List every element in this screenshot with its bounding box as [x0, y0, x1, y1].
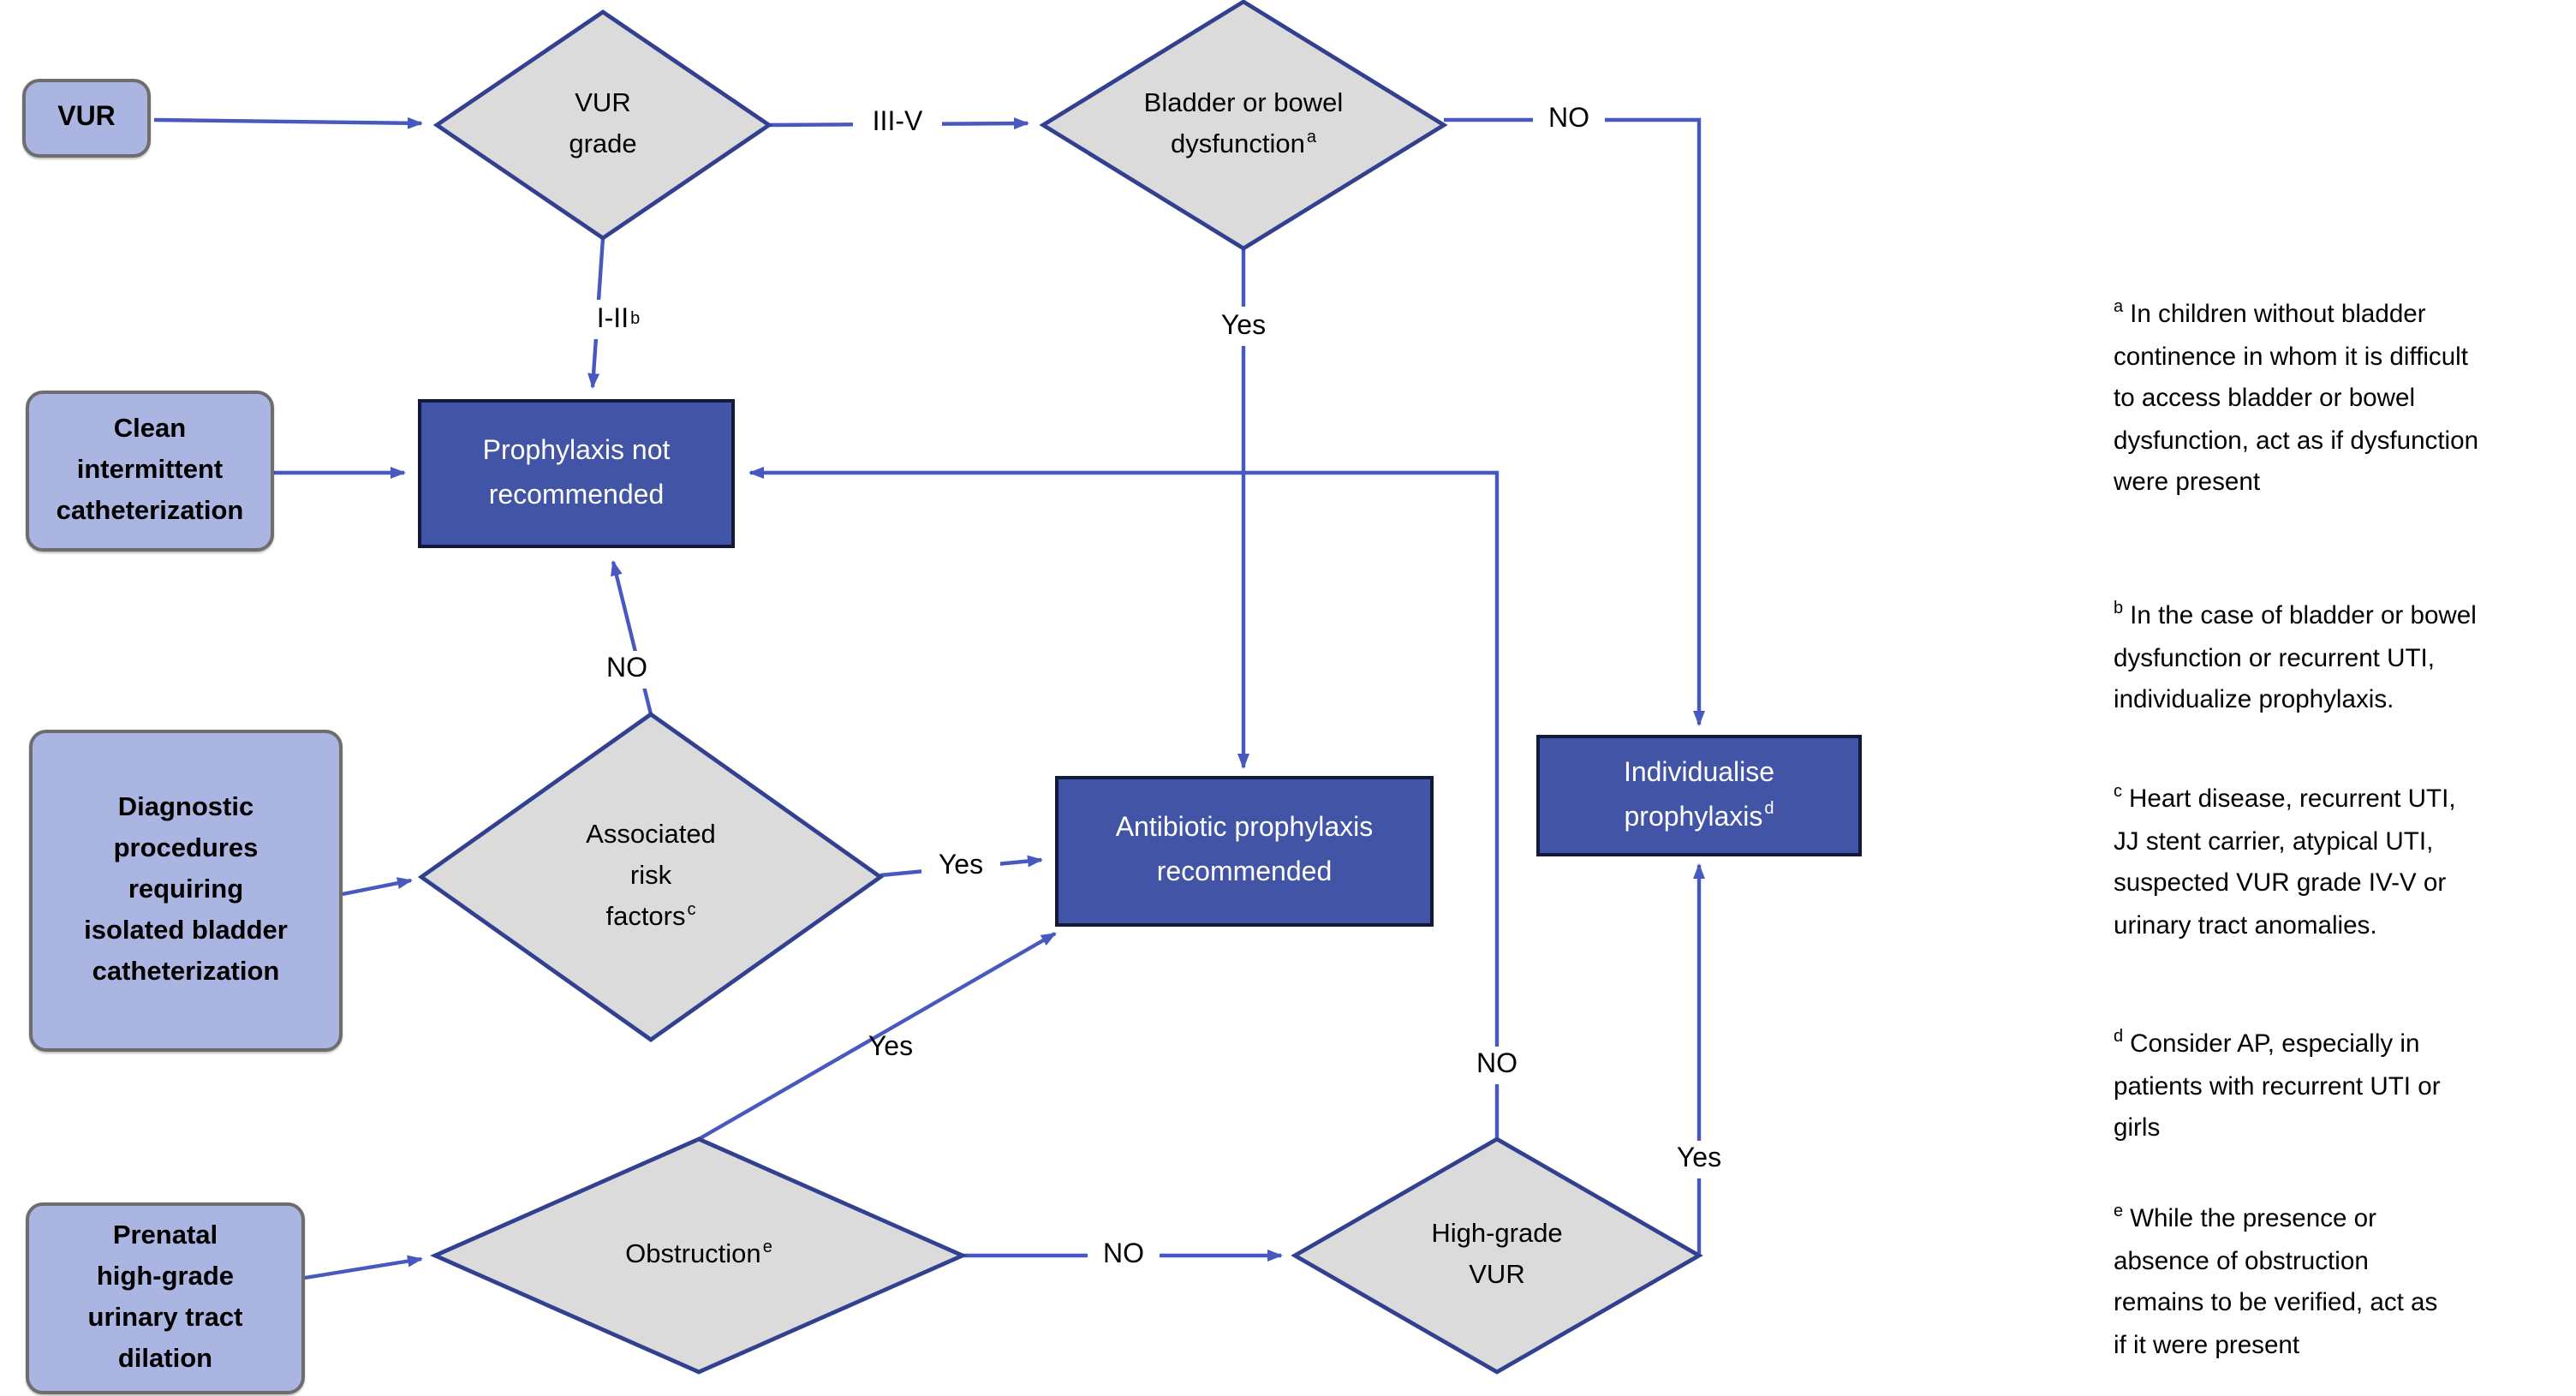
edge-label-yes-bladder: Yes: [1204, 307, 1283, 346]
edge-risk-no-to-prophylaxisnot: [611, 560, 653, 715]
edge-prenatal-to-obstruction: [304, 1255, 423, 1280]
edge-label-no-highgrade: NO: [1461, 1047, 1533, 1084]
edge-label-no-risk: NO: [591, 651, 663, 689]
edge-label-no-bladder: NO: [1533, 101, 1605, 139]
node-diagnostic-procedures: Diagnostic procedures requiring isolated…: [29, 730, 343, 1052]
edge-label-yes-obstruction: Yes: [868, 1033, 914, 1063]
edge-label-no-obstruction: NO: [1088, 1237, 1160, 1274]
edge-vur-to-grade: [153, 116, 423, 129]
edge-bladder-no-to-individualise: [1444, 117, 1705, 726]
bladder-bowel-diamond: [1039, 0, 1448, 251]
node-vur: VUR: [22, 79, 151, 158]
edge-label-iii-v: III-V: [853, 104, 942, 142]
vur-grade-diamond-label: VUR grade: [569, 88, 637, 159]
node-prophylaxis-not-recommended: Prophylaxis not recommended: [418, 399, 735, 548]
obstruction-diamond: [430, 1136, 968, 1375]
node-prenatal-dilation: Prenatal high-grade urinary tract dilati…: [26, 1202, 305, 1394]
node-antibiotic-prophylaxis-recommended: Antibiotic prophylaxis recommended: [1055, 776, 1434, 927]
edge-diagnostic-to-risk: [342, 877, 413, 897]
high-grade-vur-diamond: [1291, 1136, 1703, 1375]
edge-obstruction-yes-to-antibiotic: [697, 932, 1057, 1141]
edge-label-yes-risk: Yes: [921, 848, 1000, 886]
vur-grade-diamond: [432, 9, 773, 241]
edge-highgrade-no-to-prophylaxisnot: [748, 467, 1500, 1141]
high-grade-vur-diamond-label: High-grade VUR: [1431, 1219, 1563, 1290]
associated-risk-diamond: [417, 712, 885, 1042]
edge-label-yes-highgrade: Yes: [1660, 1141, 1738, 1178]
node-clean-intermittent-catheterization: Clean intermittent catheterization: [26, 391, 274, 552]
